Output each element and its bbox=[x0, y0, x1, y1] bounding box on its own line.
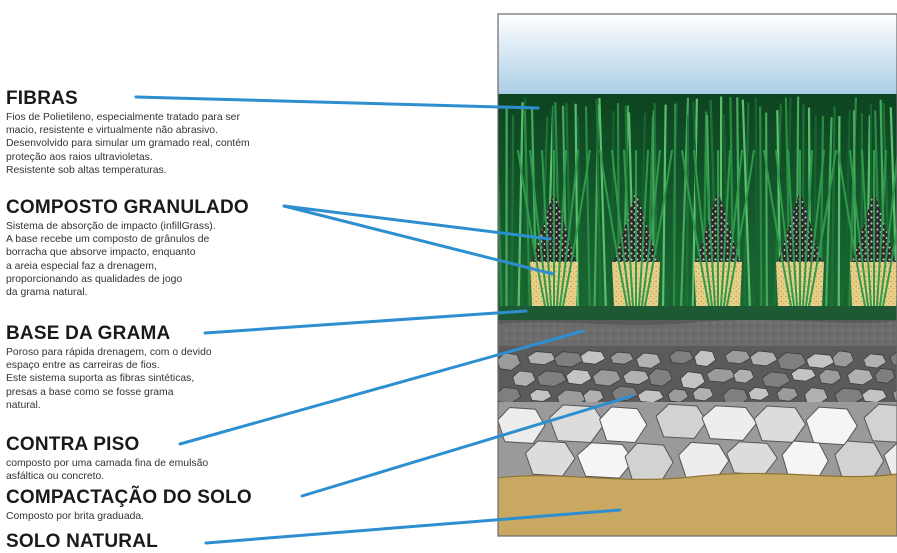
grass-blade bbox=[674, 104, 675, 306]
leader-line-base-da-grama bbox=[205, 311, 526, 333]
leader-line-fibras bbox=[136, 97, 538, 108]
grass-blade bbox=[766, 113, 767, 306]
sub-floor-layer bbox=[498, 320, 897, 350]
grass-base-layer bbox=[498, 306, 897, 320]
sky-area bbox=[498, 14, 897, 96]
grass-blade bbox=[512, 115, 513, 306]
section-layers bbox=[496, 14, 897, 536]
grass-blade bbox=[839, 116, 840, 306]
grass-blade bbox=[756, 98, 757, 306]
grass-blade bbox=[760, 107, 761, 306]
natural-soil-layer bbox=[498, 473, 897, 536]
grass-blade bbox=[687, 115, 688, 306]
